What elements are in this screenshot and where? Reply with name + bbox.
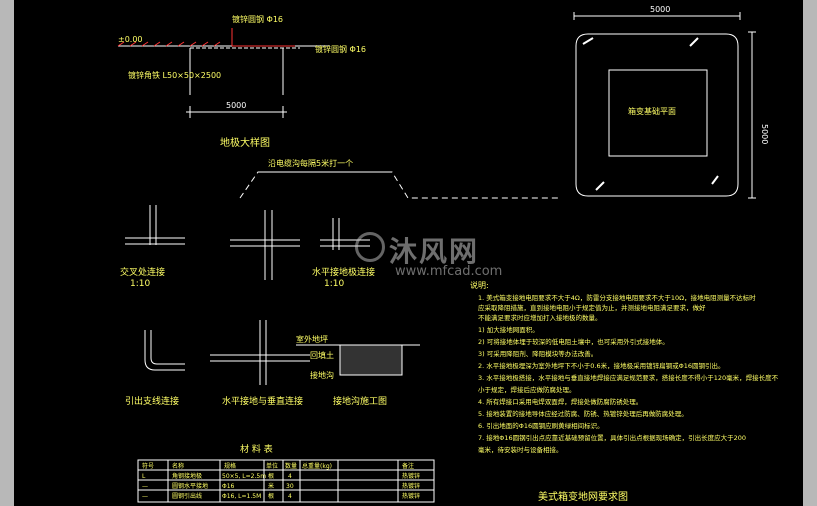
note-line: 7. 接地Φ16圆钢引出点应靠近基础预留位置，具体引出点根据现场确定，引出长度应… [478,433,746,442]
td: 4 [288,473,292,480]
material-table-headers: 符号 名称 规格 单位 数量 总重量(kg) 备注 [142,462,414,470]
note-line: 4. 所有焊接口采用电焊双面焊，焊接处做防腐防锈处理。 [478,397,642,406]
rod-label-1: 镀锌圆钢 Φ16 [232,14,283,24]
th-remark: 备注 [402,462,414,470]
angle-label: 镀锌角铁 L50×50×2500 [128,70,221,80]
material-table-rows: L 角钢接地极 50×5, L=2.5m 根 4 热镀锌 — 圆钢水平接地 Φ1… [142,472,420,500]
td: Φ16 [222,483,235,490]
hv-title: 水平接地与垂直连接 [222,395,303,407]
cross-scale: 1:10 [130,279,150,289]
td: — [142,483,148,490]
box-label: 箱变基础平面 [628,106,676,116]
td: 热镀锌 [402,472,420,480]
note-line: 2. 水平接地极埋深为室外地坪下不小于0.6米，接地极采用镀锌扁钢或Φ16圆钢引… [478,361,725,370]
elev-label: ±0.00 [118,35,143,44]
td: L [142,473,146,480]
watermark: 沐风网 www.mfcad.com [355,230,502,290]
trench-line [239,171,558,199]
watermark-sub: www.mfcad.com [395,264,503,279]
td: Φ16, L=1.5M [222,493,261,500]
cross-title: 交叉处连接 [120,266,165,278]
td: 30 [286,483,294,490]
th-spec: 规格 [224,462,236,470]
horiz-scale: 1:10 [324,279,344,289]
left-panel-strip [0,0,14,506]
horiz-title: 水平接地极连接 [312,266,375,278]
plan-dim-top: 5000 [650,5,670,14]
note-line: 1. 美式箱变接地电阻要求不大于4Ω，防雷分支接地电阻要求不大于10Ω，接地电阻… [478,293,756,302]
plan-outline [575,33,739,197]
note-line: 毫米，待安装时与设备相接。 [478,445,563,454]
branch-title: 引出支线连接 [125,395,179,407]
hv-sketch [210,320,310,385]
note-line: 小于规定，焊接后应做防腐处理。 [478,385,576,394]
th-unit: 单位 [266,462,278,470]
box-foundation [608,69,708,157]
drawing-title: 美式箱变地网要求图 [538,490,628,503]
note-line: 3) 可采用降阻剂、降阻模块等办法改善。 [478,349,597,358]
trench-section [339,344,403,376]
td: 4 [288,493,292,500]
plan-dim-right: 5000 [760,124,769,144]
td: — [142,493,148,500]
note-line: 1) 加大接地网面积。 [478,325,539,334]
td: 热镀锌 [402,492,420,500]
backfill-label: 回填土 [310,350,334,360]
watermark-logo-icon [355,232,385,262]
cross-sketch [125,205,185,245]
td: 热镀锌 [402,482,420,490]
th-weight: 总重量(kg) [302,462,332,470]
notes-lines: 1. 美式箱变接地电阻要求不大于4Ω，防雷分支接地电阻要求不大于10Ω，接地电阻… [478,293,779,454]
outdoor-label: 室外地坪 [296,334,328,344]
th-symbol: 符号 [142,462,154,470]
horizontal-sketch [230,210,300,280]
material-table-frame [137,459,435,503]
horizontal-sketch-2 [320,218,370,250]
watermark-main: 沐风网 [389,235,480,268]
td: 角钢接地极 [172,472,202,480]
note-line: 应采取降阻措施，直到接地电阻小于规定值为止，并测接地电阻满足要求，做好 [478,303,706,312]
note-line: 3. 水平接地极搭接，水平接地与垂直接地焊接应满足规范要求，搭接长度不得小于12… [478,373,779,382]
dim-5000-small: 5000 [226,101,246,110]
branch-sketch [144,330,185,371]
rod-label-2: 镀锌圆钢 Φ16 [315,44,366,54]
td: 圆钢水平接地 [172,482,208,490]
ground-label: 接地沟 [310,370,334,380]
td: 50×5, L=2.5m [222,473,266,480]
th-name: 名称 [172,462,184,470]
notes-heading: 说明: [470,280,489,290]
td: 圆钢引出线 [172,492,202,500]
td: 根 [268,492,274,500]
note-line: 5. 接地装置的接地导体应经过防腐、防锈、热镀锌处理后再做防腐处理。 [478,409,688,418]
trench-note: 沿电缆沟每隔5米打一个 [268,158,353,168]
ground-detail-title: 地极大样图 [220,136,270,149]
td: 米 [268,482,274,490]
material-table-title: 材 料 表 [240,443,273,455]
note-line: 不能满足要求时应增加打入接地极的数量。 [478,313,602,322]
right-panel-strip [803,0,817,506]
td: 根 [268,472,274,480]
th-qty: 数量 [285,462,297,470]
note-line: 2) 可将接地体埋于较深的低电阻土壤中，也可采用外引式接地体。 [478,337,669,346]
trench-title: 接地沟施工图 [333,395,387,407]
note-line: 6. 引出地面的Φ16圆钢应刷黄绿相间标识。 [478,421,604,430]
